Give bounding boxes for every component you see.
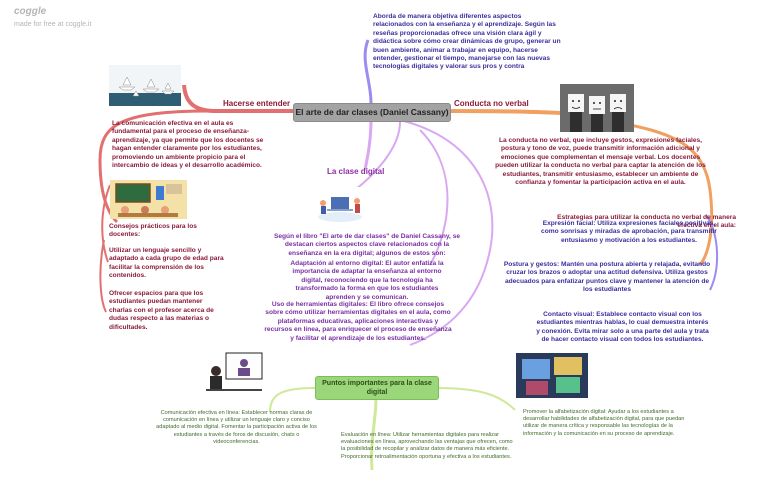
tip-lenguaje: Utilizar un lenguaje sencillo y adaptado… (109, 247, 224, 280)
expresion-facial: Expresión facial: Utiliza expresiones fa… (541, 220, 717, 244)
comunicacion-en-linea: Comunicación efectiva en línea: Establec… (156, 410, 317, 445)
top-description: Aborda de manera objetiva diferentes asp… (373, 13, 561, 71)
noverbal-description: La conducta no verbal, que incluye gesto… (495, 137, 706, 187)
evaluacion-en-linea: Evaluación en línea: Utilizar herramient… (341, 432, 513, 460)
digital-description: Según el libro "El arte de dar clases" d… (273, 233, 461, 257)
hacerse-description: La comunicación efectiva en el aula es f… (112, 120, 264, 170)
consejos-heading: Consejos prácticos para los docentes: (109, 223, 197, 239)
connector-noverbal (448, 109, 561, 115)
connector-digital (363, 119, 373, 171)
devices-image (516, 353, 588, 398)
connector-puntos-left (269, 387, 316, 413)
central-node[interactable]: El arte de dar clases (Daniel Cassany) (293, 103, 451, 122)
connector-hacerse (182, 84, 293, 114)
connector-noverbal-right (629, 123, 714, 266)
digital-class-image (313, 187, 367, 225)
connector-digital-adapt (419, 129, 449, 266)
estrategias-heading: Estrategias para utilizar la conducta no… (557, 214, 736, 230)
connector-hacerse-text (98, 109, 211, 224)
herramientas-digitales: Uso de herramientas digitales: El libro … (264, 301, 452, 342)
alfabetizacion-digital: Promover la alfabetización digital: Ayud… (523, 409, 685, 437)
contacto-visual: Contacto visual: Establece contacto visu… (536, 311, 709, 344)
connector-digital-text (399, 119, 494, 346)
coggle-logo: coggle (14, 6, 47, 17)
adaptacion-entorno: Adaptación al entorno digital: El autor … (290, 260, 444, 301)
connector-hacerse-tip2 (99, 239, 107, 313)
connector-puntos-right (436, 387, 516, 411)
connector-puntos (370, 397, 378, 471)
tip-espacios: Ofrecer espacios para que los estudiante… (109, 290, 214, 331)
connector-noverbal-estrategias (705, 214, 718, 291)
branch-clase-digital[interactable]: La clase digital (327, 167, 385, 176)
connector-digital-img (354, 121, 401, 191)
coggle-tagline: made for free at coggle.it (14, 21, 92, 28)
paper-boats-image (109, 65, 181, 106)
branch-conducta-no-verbal[interactable]: Conducta no verbal (454, 99, 529, 108)
connector-top (363, 39, 373, 104)
branch-hacerse-entender[interactable]: Hacerse entender (223, 99, 291, 108)
emoji-faces-image (560, 84, 634, 132)
classroom-image (110, 180, 187, 219)
postura-gestos: Postura y gestos: Mantén una postura abi… (503, 261, 711, 294)
connector-hacerse-consejos (101, 184, 111, 263)
node-puntos-importantes[interactable]: Puntos importantes para la clase digital (315, 376, 439, 400)
online-teacher-image (202, 349, 266, 394)
